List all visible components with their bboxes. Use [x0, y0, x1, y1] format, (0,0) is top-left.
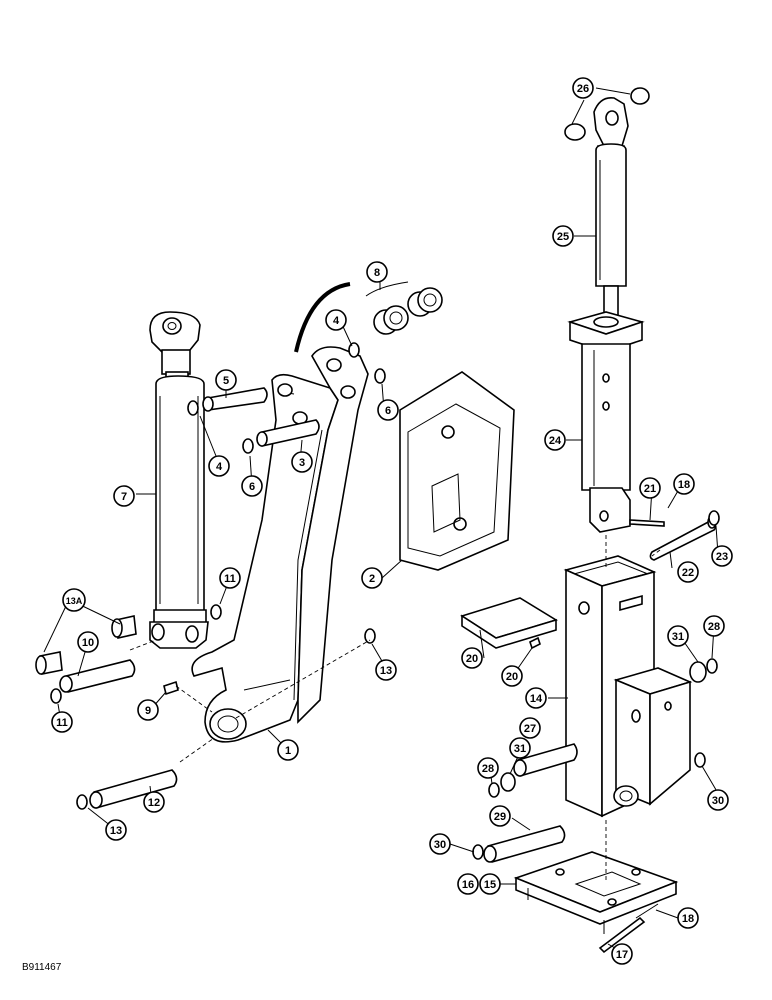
callout-label: 30: [434, 839, 446, 851]
pins: [59, 387, 320, 809]
callout-label: 28: [708, 621, 720, 633]
callout-label: 6: [249, 481, 255, 493]
mast-housing: [563, 555, 693, 818]
callout-label: 21: [644, 483, 656, 495]
callout-11: 11: [219, 567, 241, 589]
bushings-13a: [35, 615, 137, 675]
callout-label: 10: [82, 637, 94, 649]
hydraulic-cylinder-left: [149, 311, 209, 649]
callout-label: 4: [216, 461, 223, 473]
callout-10: 10: [77, 631, 99, 653]
callout-19: 21: [639, 477, 661, 499]
callout-label: 13: [110, 825, 122, 837]
callout-label: 13: [380, 665, 392, 677]
callout-16: 16: [457, 873, 479, 895]
callout-27: 27: [519, 717, 541, 739]
callout-label: 31: [514, 743, 526, 755]
callout-label: 23: [716, 551, 728, 563]
callout-label: 4: [333, 315, 340, 327]
callout-4: 4: [325, 309, 347, 331]
callout-8: 8: [366, 261, 388, 283]
callout-18: 18: [673, 473, 695, 495]
callout-25: 23: [711, 545, 733, 567]
callout-15: 15: [479, 873, 501, 895]
callout-14: 14: [525, 687, 547, 709]
callout-13: 13: [375, 659, 397, 681]
callout-21: 20: [501, 665, 523, 687]
callout-label: 18: [678, 479, 690, 491]
callout-label: 3: [299, 457, 305, 469]
callout-label: 15: [484, 879, 496, 891]
drawing-reference-code: B911467: [22, 962, 62, 973]
callout-18: 18: [677, 907, 699, 929]
callout-label: 31: [672, 631, 684, 643]
callout-label: 8: [374, 267, 380, 279]
callout-label: 28: [482, 763, 494, 775]
callout-label: 20: [466, 653, 478, 665]
callout-label: 30: [712, 795, 724, 807]
callout-31: 31: [509, 737, 531, 759]
callout-26: 26: [572, 77, 594, 99]
callout-24: 22: [677, 561, 699, 583]
callout-label: 20: [506, 671, 518, 683]
callout-label: 25: [557, 231, 569, 243]
callout-28: 28: [477, 757, 499, 779]
callout-30: 30: [707, 789, 729, 811]
callout-label: 24: [549, 435, 562, 447]
callout-12: 12: [143, 791, 165, 813]
base-plate: [513, 851, 679, 934]
callout-1: 1: [277, 739, 299, 761]
base-bolt: [598, 916, 646, 954]
callout-9: 9: [137, 699, 159, 721]
callout-6: 6: [241, 475, 263, 497]
cover-plate: [460, 597, 558, 649]
callout-label: 7: [121, 491, 127, 503]
cylinder-tube: [567, 311, 645, 533]
callout-22: 24: [544, 429, 566, 451]
callout-31: 31: [667, 625, 689, 647]
callout-13: 13: [105, 819, 127, 841]
callout-label: 29: [494, 811, 506, 823]
callout-label: 18: [682, 913, 694, 925]
callout-label: 11: [56, 717, 68, 729]
callout-20: 20: [461, 647, 483, 669]
callout-30: 30: [429, 833, 451, 855]
callout-11: 11: [51, 711, 73, 733]
callout-label: 26: [577, 83, 589, 95]
callout-7: 7: [113, 485, 135, 507]
callout-label: 1: [285, 745, 291, 757]
mounting-plate: [399, 371, 515, 571]
callout-label: 5: [223, 375, 229, 387]
bolt: [629, 519, 665, 527]
lift-cylinder-right: [564, 87, 650, 317]
callout-3: 3: [291, 451, 313, 473]
retaining-rings: [50, 342, 386, 810]
callout-label: 11: [224, 573, 236, 585]
callout-label: 17: [616, 949, 628, 961]
grease-fitting: [163, 680, 179, 696]
screw: [529, 636, 541, 650]
callout-label: 14: [530, 693, 543, 705]
callout-4: 4: [208, 455, 230, 477]
callout-5: 5: [215, 369, 237, 391]
bushing-set: [365, 281, 443, 335]
callout-label: 27: [524, 723, 536, 735]
pin-lower: [485, 825, 566, 863]
callout-17: 17: [611, 943, 633, 965]
callout-label: 22: [682, 567, 694, 579]
callout-label: 9: [145, 705, 151, 717]
callout-13a: 13A: [62, 588, 86, 612]
callout-29: 29: [489, 805, 511, 827]
callout-label: 2: [369, 573, 375, 585]
callout-label: 12: [148, 797, 160, 809]
callout-28: 28: [703, 615, 725, 637]
callout-23: 25: [552, 225, 574, 247]
callout-6: 6: [377, 399, 399, 421]
callout-2: 2: [361, 567, 383, 589]
callout-label: 13A: [66, 596, 83, 606]
callout-label: 16: [462, 879, 474, 891]
callout-label: 6: [385, 405, 391, 417]
